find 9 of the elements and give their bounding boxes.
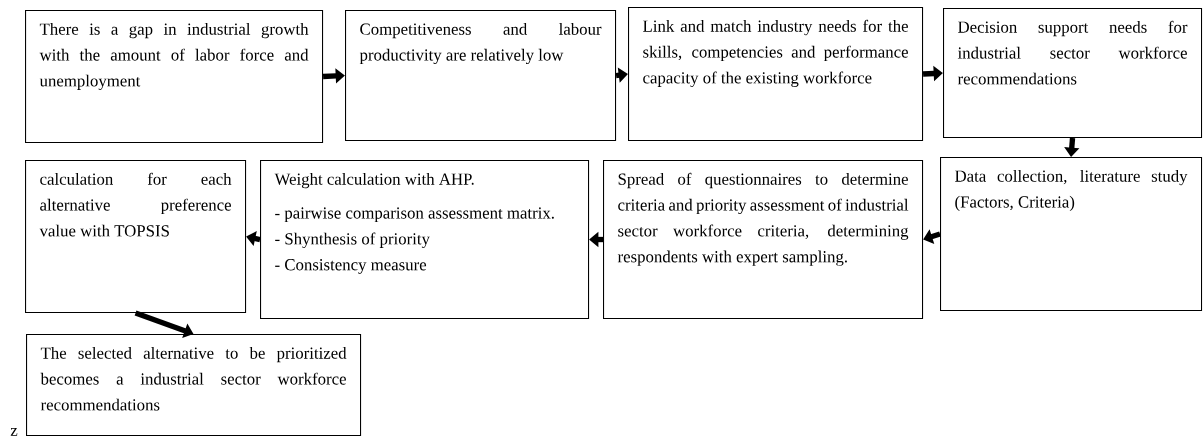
process-box: Link and match industry needs for the skills, competencies and performance capacity of the existing workforce <box>628 7 924 142</box>
process-box: Data collection, literature study (Factors, Criteria) <box>940 157 1203 312</box>
process-box: calculation for each alternative preference value with TOPSIS <box>25 160 247 314</box>
process-box: Decision support needs for industrial sector workforce recommendations <box>943 8 1203 139</box>
process-box: There is a gap in industrial growth with the amount of labor force and unemployment <box>25 10 324 144</box>
process-box: Competitiveness and labour productivity are relatively low <box>345 10 617 142</box>
process-box: Weight calculation with AHP. - pairwise comparison assessment matrix. - Shynthesis of priority - Consistency measure <box>260 160 590 320</box>
process-box: Spread of questionnaires to determine criteria and priority assessment of industrial sector workforce criteria, determining respondents with expert sampling. <box>603 160 924 320</box>
process-box: The selected alternative to be prioritized becomes a industrial sector workforce recommendations <box>26 334 362 437</box>
